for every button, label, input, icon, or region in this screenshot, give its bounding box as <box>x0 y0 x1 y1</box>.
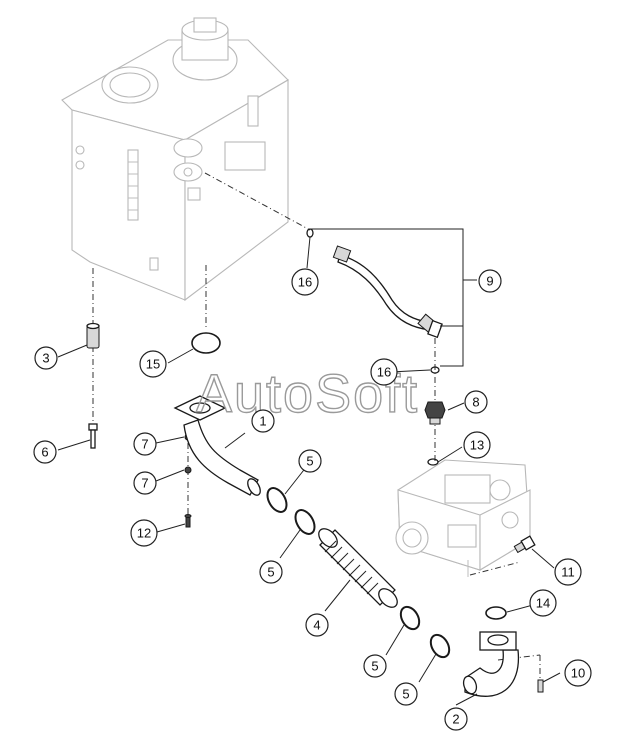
callout-15-label: 15 <box>146 357 160 372</box>
callout-13-label: 13 <box>470 438 484 453</box>
callout-5c-label: 5 <box>371 659 378 674</box>
part-1-suction-pipe <box>173 395 261 496</box>
callout-5a-label: 5 <box>306 454 313 469</box>
callout-6-label: 6 <box>41 445 48 460</box>
callout-5a: 5 <box>298 449 322 473</box>
callout-12-label: 12 <box>137 526 151 541</box>
part-4-hose <box>318 528 398 608</box>
leader-lines <box>57 228 561 706</box>
callout-12: 12 <box>130 519 158 547</box>
callout-15: 15 <box>139 350 167 378</box>
callout-5c: 5 <box>363 654 387 678</box>
callout-8-label: 8 <box>472 395 479 410</box>
callout-16b-label: 16 <box>377 365 391 380</box>
part-3-spacer <box>86 322 100 349</box>
callout-13: 13 <box>463 431 491 459</box>
callout-5d: 5 <box>394 682 418 706</box>
part-13-o-ring <box>427 458 439 466</box>
callout-10-label: 10 <box>571 666 585 681</box>
callout-5b-label: 5 <box>267 565 274 580</box>
callout-7b-label: 7 <box>141 476 148 491</box>
part-5-clamps <box>266 487 451 659</box>
callout-4-label: 4 <box>313 618 320 633</box>
callout-5b: 5 <box>259 560 283 584</box>
callout-11: 11 <box>554 558 582 586</box>
callout-14: 14 <box>529 589 557 617</box>
hydraulic-tank <box>61 17 289 302</box>
callout-7b: 7 <box>133 471 157 495</box>
callout-7a-label: 7 <box>141 437 148 452</box>
callout-16a: 16 <box>291 268 319 296</box>
part-14-o-ring <box>485 606 507 620</box>
callout-3: 3 <box>34 346 58 370</box>
part-15-o-ring <box>191 332 221 354</box>
callout-1-label: 1 <box>259 414 266 429</box>
part-16-o-ring-upper <box>306 228 314 238</box>
part-8-adapter <box>424 401 446 425</box>
callout-4: 4 <box>305 613 329 637</box>
part-9-drain-hose <box>332 245 443 339</box>
callout-14-label: 14 <box>536 596 550 611</box>
callout-2: 2 <box>444 707 468 731</box>
callout-1: 1 <box>251 409 275 433</box>
callout-7a: 7 <box>133 432 157 456</box>
callout-2-label: 2 <box>452 712 459 727</box>
callout-3-label: 3 <box>42 351 49 366</box>
callout-5d-label: 5 <box>402 687 409 702</box>
callout-11-label: 11 <box>561 565 575 580</box>
main-pump <box>395 459 531 577</box>
callout-16b: 16 <box>370 358 398 386</box>
part-6-bolt <box>88 423 98 449</box>
callout-8: 8 <box>464 390 488 414</box>
callout-10: 10 <box>564 659 592 687</box>
part-10-bolt <box>537 679 544 693</box>
part-11-bolt <box>513 535 536 554</box>
part-2-inlet-elbow <box>462 631 520 697</box>
callout-9-label: 9 <box>486 274 493 289</box>
callout-16a-label: 16 <box>298 275 312 290</box>
part-16-o-ring-lower <box>430 366 440 374</box>
callout-6: 6 <box>33 440 57 464</box>
callout-9: 9 <box>478 269 502 293</box>
